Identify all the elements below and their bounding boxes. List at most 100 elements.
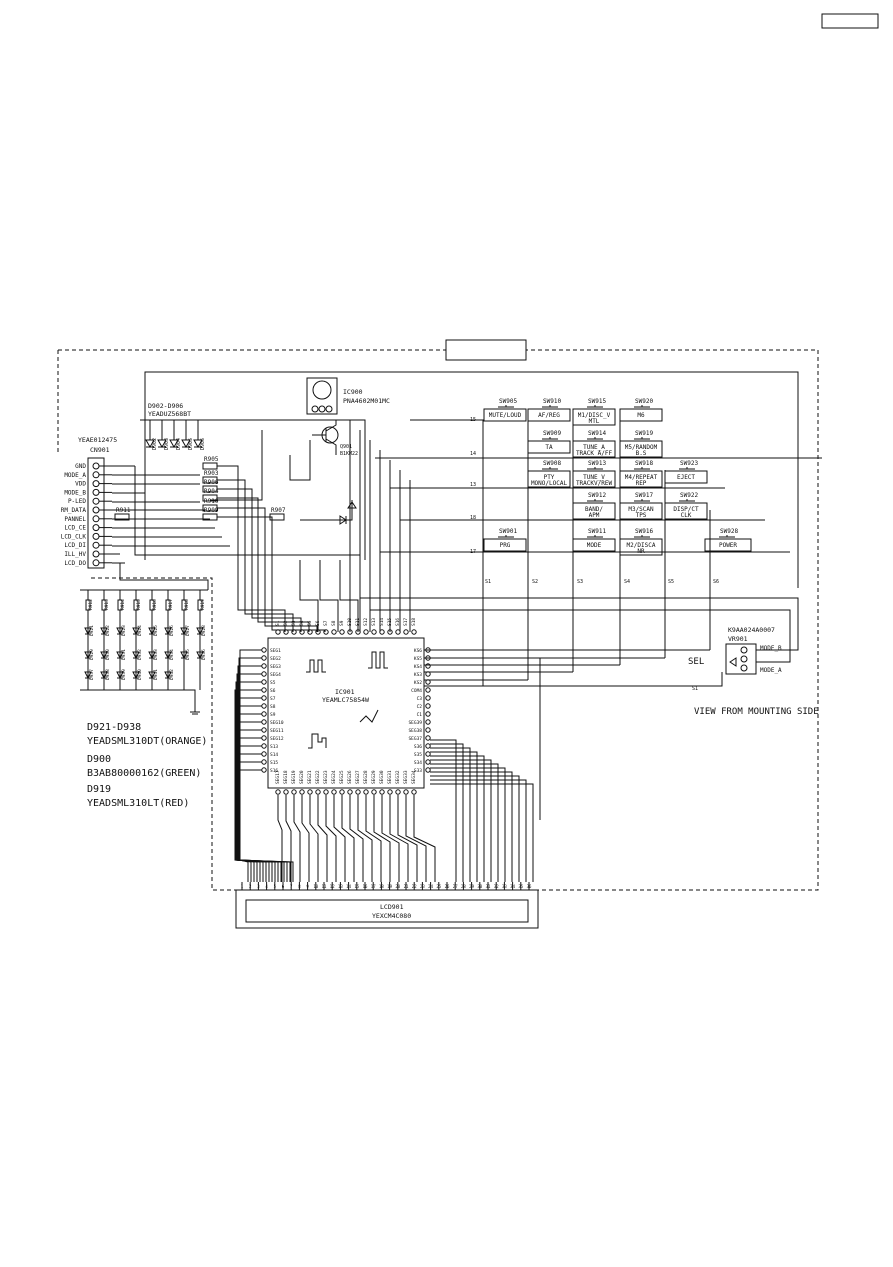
resistor-label: R903 (204, 470, 219, 477)
ic-bottom-pin: SEG34 (411, 770, 417, 784)
ic-top-pin: S15 (387, 618, 393, 626)
switch-label: M6 (637, 412, 645, 419)
ic-right-pin: S33 (414, 768, 422, 774)
ic-top-pin: S17 (403, 618, 409, 626)
ic-top-pin: S11 (355, 618, 361, 626)
switch-sublabel: B.S (636, 450, 647, 457)
ic-right-pin: KS2 (414, 680, 422, 686)
ic-top-pin: S6 (315, 620, 321, 626)
lcd-pin-num: 16 (363, 884, 368, 889)
ic-top-pin: S5 (307, 620, 313, 626)
connector-part: YEAE012475 (78, 436, 117, 444)
diode-label: D906 (200, 438, 206, 450)
ic-top-pin: S8 (331, 620, 337, 626)
lcd-glass (245, 899, 529, 923)
led-label: D933 (153, 649, 159, 660)
switch-sublabel: APM (589, 512, 600, 519)
connector-pin (92, 462, 100, 470)
led-resistor-label: R918 (184, 599, 190, 610)
transistor-part: B1KM22 (340, 451, 358, 457)
diode-bus (140, 419, 366, 560)
top-bus (144, 371, 799, 588)
lcd-pin-num: 26 (445, 884, 450, 889)
ic-top-pin: S18 (411, 618, 417, 626)
diode-label: D903 (164, 438, 170, 450)
lcd-pin-num: 1 (241, 884, 244, 889)
ic-right-pin: KS5 (414, 656, 422, 662)
switch-box (704, 538, 752, 552)
connector-cn901: YEAE012475 CN901 GNDMODE_AVDDMODE_BP-LED… (61, 436, 360, 590)
svg-text:14: 14 (470, 451, 476, 457)
ic-right-pin: COM4 (411, 688, 422, 694)
lcd-pin-num: 34 (510, 884, 515, 889)
switch-label: M1/DISC_V (578, 412, 611, 419)
ic-top-pin: S3 (291, 620, 297, 626)
diode-label: D902 (152, 438, 158, 450)
encoder-sel-label: SEL (688, 657, 704, 667)
switch-label: M2/DISCA (627, 542, 656, 549)
led-note-range-0: D921-D938 (87, 722, 141, 733)
ic-left-pin: SEG11 (270, 728, 284, 734)
switch-ref: SW915 (588, 398, 606, 405)
led-matrix: R912D921D929D937R913D922D930D938R914D923… (80, 589, 208, 715)
connector-pin (92, 559, 100, 567)
ic-left-pin: S7 (270, 696, 276, 702)
encoder-ref: VR901 (728, 635, 748, 643)
encoder-pin-mode-b: MODE_B (760, 645, 782, 652)
resistor-label: R907 (271, 507, 286, 514)
lcd-pin-num: 36 (527, 884, 532, 889)
led-label: D925 (153, 625, 159, 636)
switch-ref: SW905 (499, 398, 517, 405)
main-ic-ref: IC901 (335, 688, 355, 696)
switch-label: TA (545, 444, 553, 451)
lcd-pin-num: 22 (412, 884, 417, 889)
diode-array-ref: D902-D906 (148, 402, 183, 410)
ic-left-pin: S9 (270, 712, 276, 718)
lcd-pin-num: 3 (257, 884, 260, 889)
connector-pin (92, 532, 100, 540)
ic-left-pin: S15 (270, 760, 278, 766)
ic-bottom-pin: SEG25 (339, 770, 345, 784)
led-label: D941 (153, 669, 159, 680)
ic-left-pin: S16 (270, 768, 278, 774)
switch-ref: SW912 (588, 492, 606, 499)
switch-sublabel: TPS (636, 512, 647, 519)
switch-ref: SW910 (543, 398, 561, 405)
led-label: D938 (105, 669, 111, 680)
lcd-pin-num: 10 (313, 884, 318, 889)
resistor-label: R905 (204, 456, 219, 463)
lcd-pin-num: 7 (290, 884, 293, 889)
connector-pin (92, 471, 100, 479)
led-label: D929 (89, 649, 95, 660)
switch-ref: SW919 (635, 430, 653, 437)
resistor-label: R911 (116, 507, 131, 514)
lcd-pin-num: 18 (379, 884, 384, 889)
ic-top-pin: S13 (371, 618, 377, 626)
ic-right-pin: S36 (414, 744, 422, 750)
switch-label: BAND/ (585, 506, 603, 513)
switch-label: EJECT (677, 474, 695, 481)
ic-right-pin: KS3 (414, 672, 422, 678)
ic-top-pin: S7 (323, 620, 329, 626)
lcd-part: YEXCM4C080 (372, 912, 411, 920)
ic-bottom-pin: SEG31 (387, 770, 393, 784)
resistor-label: R910 (204, 498, 219, 505)
svg-text:18: 18 (470, 515, 476, 521)
ic-bottom-pin: SEG21 (307, 770, 313, 784)
svg-text:S6: S6 (713, 579, 719, 585)
encoder-pin-mode-a: MODE_A (760, 667, 782, 674)
lcd-pin-num: 14 (346, 884, 351, 889)
switch-ref: SW911 (588, 528, 606, 535)
ic-bottom-pin: SEG19 (291, 770, 297, 784)
switch-sublabel: MONO/LOCAL (531, 480, 568, 487)
led-label: D932 (137, 649, 143, 660)
led-label: D921 (89, 625, 95, 636)
